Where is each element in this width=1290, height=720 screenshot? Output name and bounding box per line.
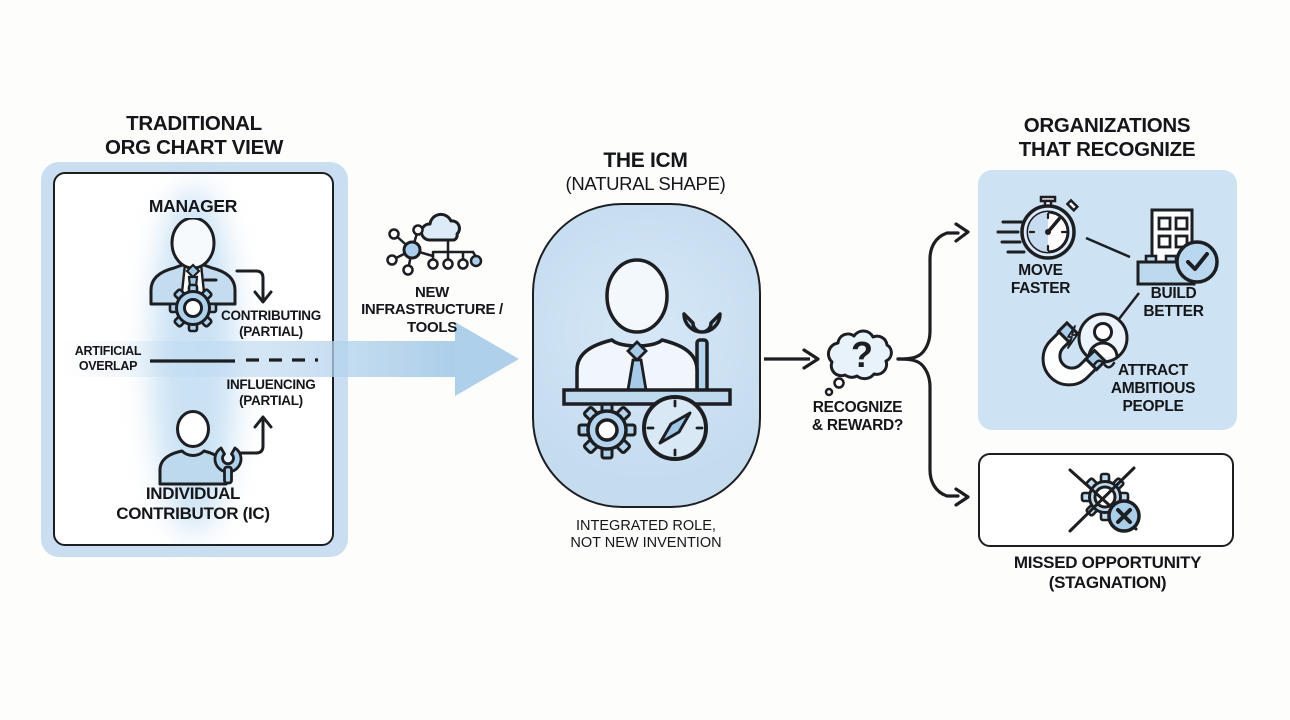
network-cloud-icon — [386, 212, 483, 276]
left-panel-title-line2: ORG CHART VIEW — [104, 135, 284, 159]
attract-magnet-icon — [1041, 312, 1129, 387]
icm-gear-icon — [577, 400, 637, 460]
missed-panel — [978, 453, 1234, 547]
icm-subtitle: (NATURAL SHAPE) — [565, 173, 726, 194]
crossed-gear-icon — [1068, 466, 1141, 533]
icm-title: THE ICM — [603, 149, 688, 172]
thought-bubble-1 — [833, 377, 845, 389]
build-better-label: BUILD BETTER — [1143, 285, 1204, 320]
stopwatch-icon — [996, 195, 1080, 260]
recognize-panel — [978, 170, 1237, 430]
attract-label: ATTRACT AMBITIOUS PEOPLE — [1110, 362, 1196, 415]
artificial-overlap-label: ARTIFICIAL OVERLAP — [74, 344, 142, 373]
left-panel-title-line1: TRADITIONAL — [126, 112, 262, 135]
individual-contributor-icon — [158, 410, 243, 486]
icm-person-icon — [562, 258, 732, 461]
lightning-bolt-icon — [1067, 325, 1078, 349]
influencing-label: INFLUENCING (PARTIAL) — [226, 377, 316, 408]
icm-to-cloud-arrow-head — [802, 348, 820, 370]
manager-head — [170, 218, 216, 270]
check-circle-icon — [1175, 240, 1219, 284]
cross-line-2 — [1068, 466, 1136, 533]
attract-squiggle — [1092, 359, 1116, 369]
hierarchy-tree-icon — [427, 238, 483, 270]
person-head — [1093, 322, 1113, 342]
recognize-title: ORGANIZATIONS THAT RECOGNIZE — [1018, 114, 1196, 161]
thought-cloud-shape — [826, 329, 893, 381]
thought-cloud-icon: ? — [824, 329, 893, 397]
magnet-icon — [1041, 320, 1108, 387]
speed-lines — [996, 220, 1026, 254]
branch-top-arrow-head — [954, 222, 970, 243]
infrastructure-label: NEW INFRASTRUCTURE / TOOLS — [361, 284, 503, 336]
network-nodes-icon — [386, 224, 435, 276]
icm-wrench-icon — [682, 312, 722, 334]
manager-label: MANAGER — [148, 196, 238, 216]
question-mark: ? — [851, 334, 873, 375]
icm-compass-icon — [642, 395, 708, 461]
icm-head — [605, 258, 669, 334]
icm-desk — [562, 388, 732, 406]
branch-top — [896, 231, 960, 361]
recognize-reward-label: RECOGNIZE & REWARD? — [811, 399, 904, 434]
icm-caption: INTEGRATED ROLE, NOT NEW INVENTION — [570, 518, 722, 551]
contributing-label: CONTRIBUTING (PARTIAL) — [221, 308, 321, 339]
thought-bubble-2 — [824, 387, 834, 397]
missed-opportunity-label: MISSED OPPORTUNITY (STAGNATION) — [1013, 553, 1202, 592]
x-mark — [1116, 508, 1132, 524]
left-panel-title: TRADITIONAL ORG CHART VIEW — [54, 112, 334, 160]
build-better-icon — [1136, 208, 1219, 286]
cloud-icon — [420, 212, 461, 242]
branch-bottom-arrow-head — [954, 487, 970, 507]
move-faster-label: MOVE FASTER — [1010, 262, 1071, 297]
ic-label: INDIVIDUAL CONTRIBUTOR (IC) — [116, 484, 270, 523]
manager-gear-icon — [168, 283, 218, 333]
manager-icon — [149, 218, 237, 333]
ic-head — [176, 410, 210, 448]
check-mark — [1186, 252, 1209, 271]
